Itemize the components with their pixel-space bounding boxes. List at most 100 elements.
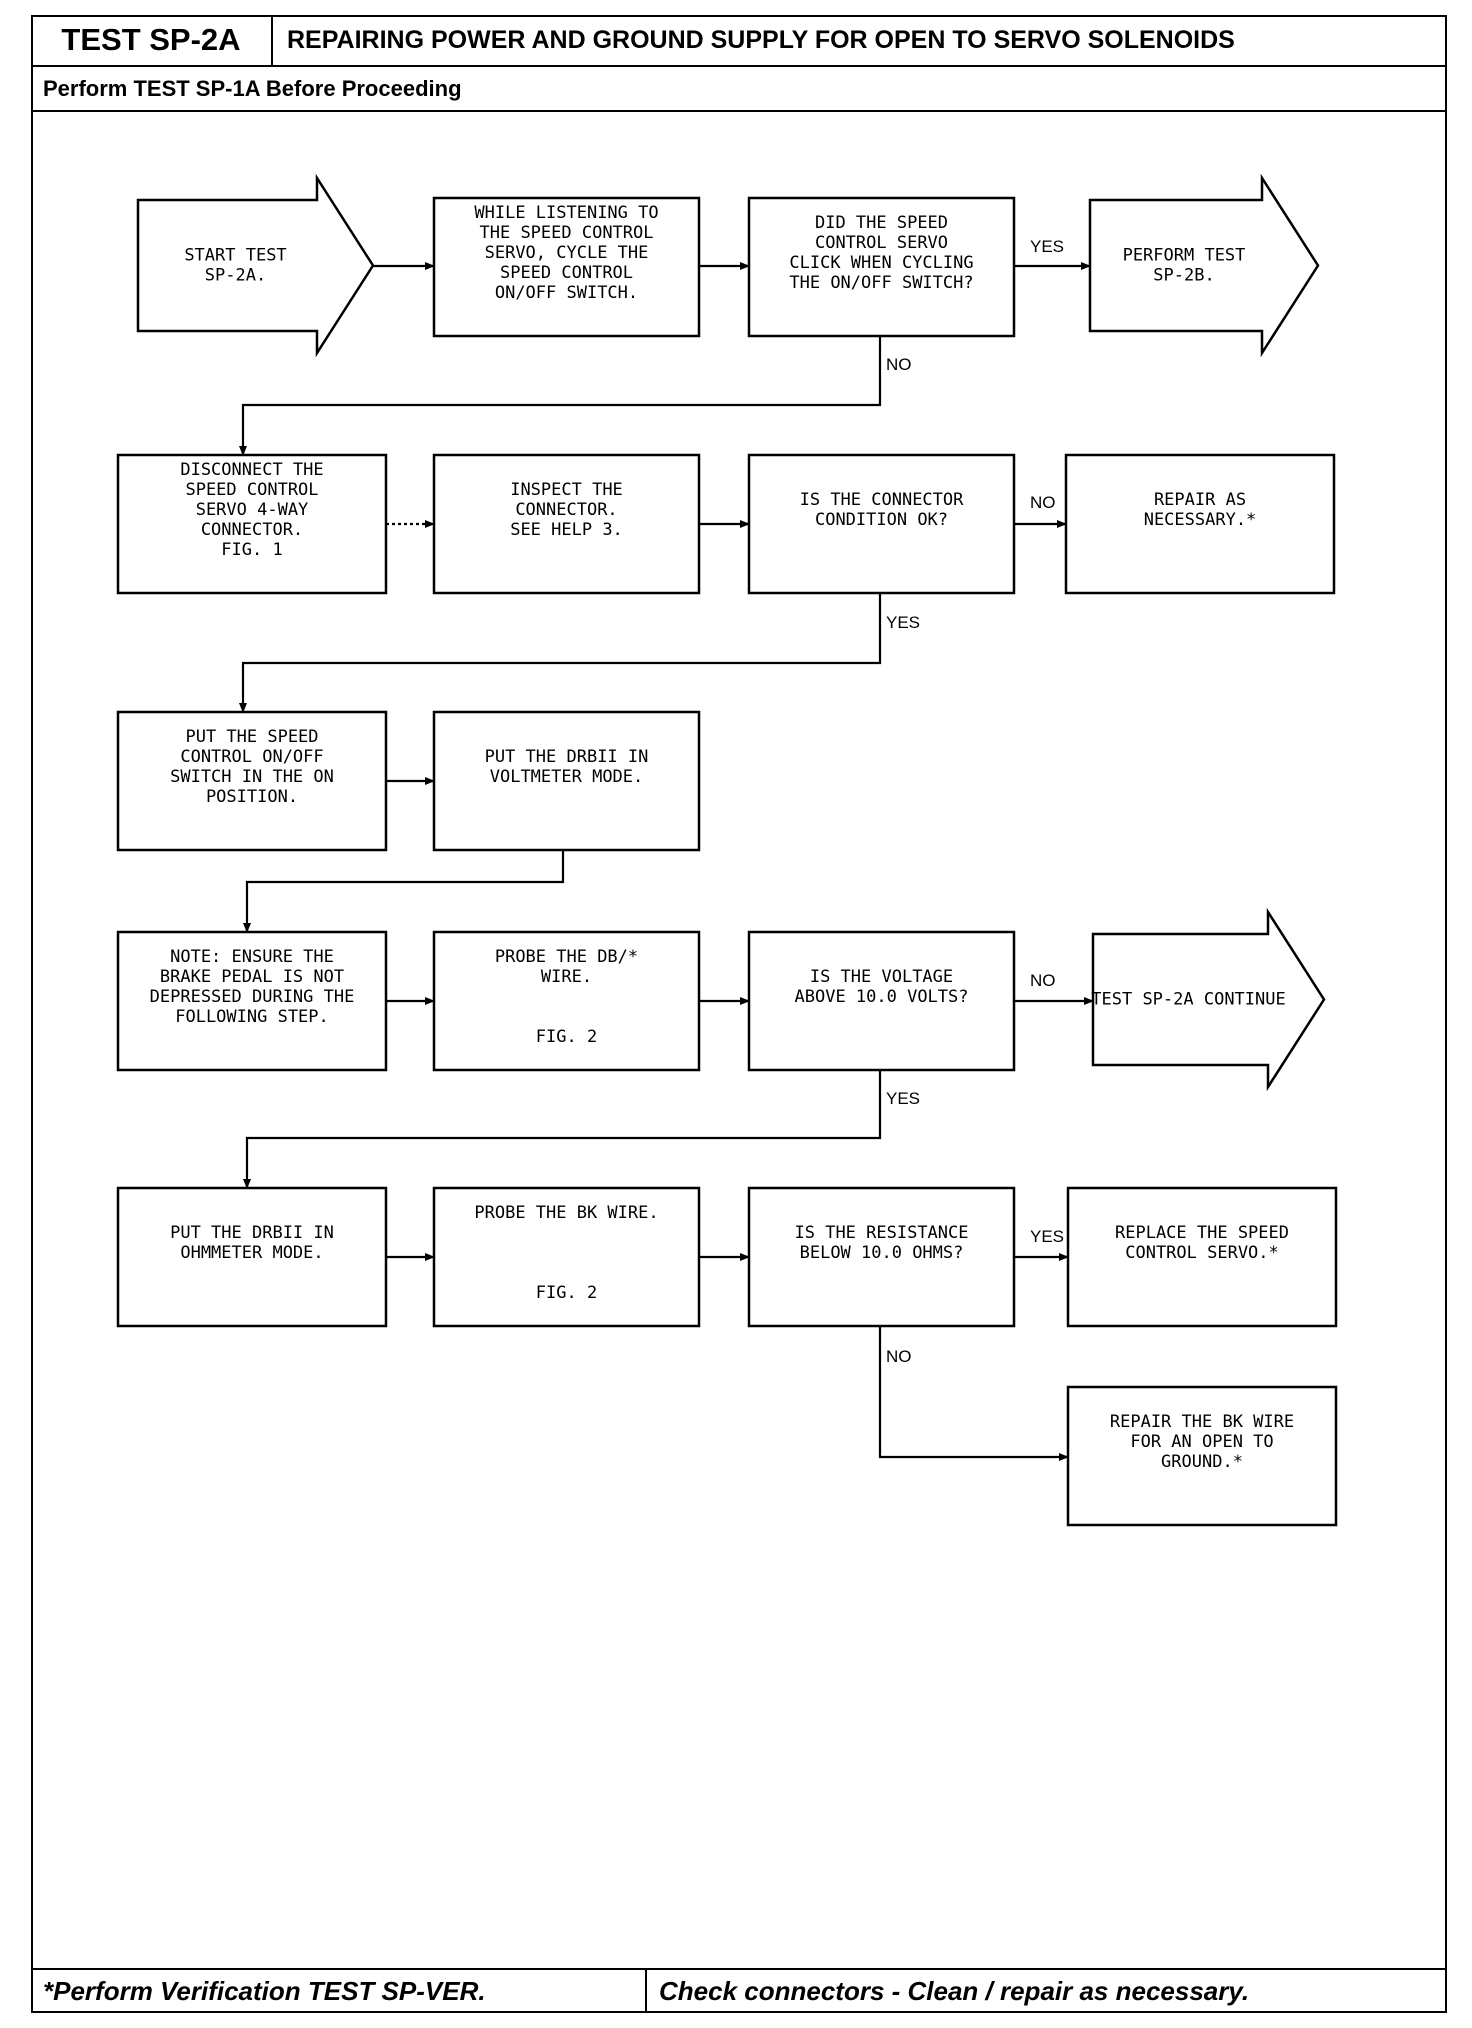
edge-e4-line bbox=[239, 336, 882, 456]
edge-e14: YES bbox=[243, 1070, 920, 1189]
node-note-line: BRAKE PEDAL IS NOT bbox=[160, 967, 344, 987]
node-probe-db: PROBE THE DB/*WIRE.FIG. 2 bbox=[432, 930, 701, 1072]
edge-e17-label: YES bbox=[1030, 1227, 1064, 1246]
edge-e13-label: NO bbox=[1030, 971, 1056, 990]
node-perform-2b-line: PERFORM TEST bbox=[1123, 246, 1246, 266]
node-put-switch-line: POSITION. bbox=[206, 787, 298, 807]
node-probe-bk-text: PROBE THE BK WIRE. FIG. 2 bbox=[474, 1203, 658, 1303]
node-perform-2b-shape bbox=[1088, 173, 1320, 358]
node-q-click-line: DID THE SPEED bbox=[815, 213, 948, 233]
edge-e18-line bbox=[878, 1326, 1069, 1461]
connector-note: Check connectors - Clean / repair as nec… bbox=[659, 1976, 1250, 2006]
header-prerequisite-row: Perform TEST SP-1A Before Proceeding bbox=[31, 67, 1447, 112]
edge-e8: YES bbox=[239, 593, 920, 713]
node-repair-shape bbox=[1064, 453, 1336, 595]
edge-e7: NO bbox=[1014, 493, 1067, 528]
node-disconnect-line: SPEED CONTROL bbox=[185, 480, 318, 500]
node-disconnect-line: SERVO 4-WAY bbox=[196, 500, 309, 520]
node-q-click-line: THE ON/OFF SWITCH? bbox=[789, 273, 973, 293]
node-ohmmeter-line: PUT THE DRBII IN bbox=[170, 1223, 334, 1243]
node-listen-line: SERVO, CYCLE THE bbox=[485, 243, 649, 263]
edge-e14-line bbox=[243, 1070, 882, 1189]
node-put-switch-line: CONTROL ON/OFF bbox=[180, 747, 323, 767]
node-repair-bk-line: FOR AN OPEN TO bbox=[1130, 1432, 1273, 1452]
node-repair-line: NECESSARY.* bbox=[1144, 510, 1257, 530]
node-q-resistance-line: BELOW 10.0 OHMS? bbox=[800, 1243, 964, 1263]
node-start-line: START TEST bbox=[184, 246, 286, 266]
node-note-line: NOTE: ENSURE THE bbox=[170, 947, 334, 967]
edge-e8-line bbox=[239, 593, 882, 713]
node-ohmmeter-shape bbox=[116, 1186, 388, 1328]
prerequisite-note: Perform TEST SP-1A Before Proceeding bbox=[43, 75, 462, 101]
node-continue-shape bbox=[1091, 907, 1326, 1092]
node-probe-bk: PROBE THE BK WIRE. FIG. 2 bbox=[432, 1186, 701, 1328]
edge-e13: NO bbox=[1014, 971, 1094, 1005]
node-start-line: SP-2A. bbox=[205, 266, 266, 286]
node-inspect-shape bbox=[432, 453, 701, 595]
page-frame bbox=[31, 15, 1447, 2013]
header-title-row: TEST SP-2A REPAIRING POWER AND GROUND SU… bbox=[31, 15, 1447, 67]
test-id: TEST SP-2A bbox=[31, 15, 273, 65]
edge-e18-label: NO bbox=[886, 1347, 912, 1366]
node-probe-bk-line: PROBE THE BK WIRE. bbox=[474, 1203, 658, 1223]
edge-e10-line bbox=[243, 850, 565, 933]
node-q-click-shape bbox=[747, 196, 1016, 338]
node-put-switch-line: PUT THE SPEED bbox=[185, 727, 318, 747]
node-repair-line: REPAIR AS bbox=[1154, 490, 1246, 510]
node-probe-db-line: WIRE. bbox=[541, 967, 592, 987]
edge-e3-label: YES bbox=[1030, 237, 1064, 256]
node-disconnect-line: FIG. 1 bbox=[221, 540, 282, 560]
node-listen-line: ON/OFF SWITCH. bbox=[495, 283, 638, 303]
node-continue-text: TEST SP-2A CONTINUE bbox=[1091, 990, 1285, 1010]
node-ohmmeter-line: OHMMETER MODE. bbox=[180, 1243, 323, 1263]
node-q-resistance-line: IS THE RESISTANCE bbox=[795, 1223, 969, 1243]
node-voltmeter-line: PUT THE DRBII IN bbox=[485, 747, 649, 767]
node-inspect-line: INSPECT THE bbox=[510, 480, 623, 500]
node-continue: TEST SP-2A CONTINUE bbox=[1091, 907, 1326, 1092]
node-probe-bk-shape bbox=[432, 1186, 701, 1328]
node-q-click-line: CLICK WHEN CYCLING bbox=[789, 253, 973, 273]
node-replace-servo-line: CONTROL SERVO.* bbox=[1125, 1243, 1279, 1263]
node-replace-servo-line: REPLACE THE SPEED bbox=[1115, 1223, 1289, 1243]
node-probe-bk-line: FIG. 2 bbox=[536, 1283, 597, 1303]
node-note-line: FOLLOWING STEP. bbox=[175, 1007, 329, 1027]
node-replace-servo-shape bbox=[1066, 1186, 1338, 1328]
node-voltmeter-line: VOLTMETER MODE. bbox=[490, 767, 644, 787]
node-q-connector-line: CONDITION OK? bbox=[815, 510, 948, 530]
node-disconnect-shape bbox=[116, 453, 388, 595]
edge-e8-label: YES bbox=[886, 613, 920, 632]
node-note-line: DEPRESSED DURING THE bbox=[150, 987, 355, 1007]
node-probe-db-shape bbox=[432, 930, 701, 1072]
footer: *Perform Verification TEST SP-VER. Check… bbox=[31, 1968, 1447, 2013]
node-listen-line: WHILE LISTENING TO bbox=[474, 203, 658, 223]
node-disconnect-line: DISCONNECT THE bbox=[180, 460, 323, 480]
verification-note: *Perform Verification TEST SP-VER. bbox=[31, 1970, 647, 2013]
edge-e7-label: NO bbox=[1030, 493, 1056, 512]
edge-e18: NO bbox=[878, 1326, 1069, 1461]
